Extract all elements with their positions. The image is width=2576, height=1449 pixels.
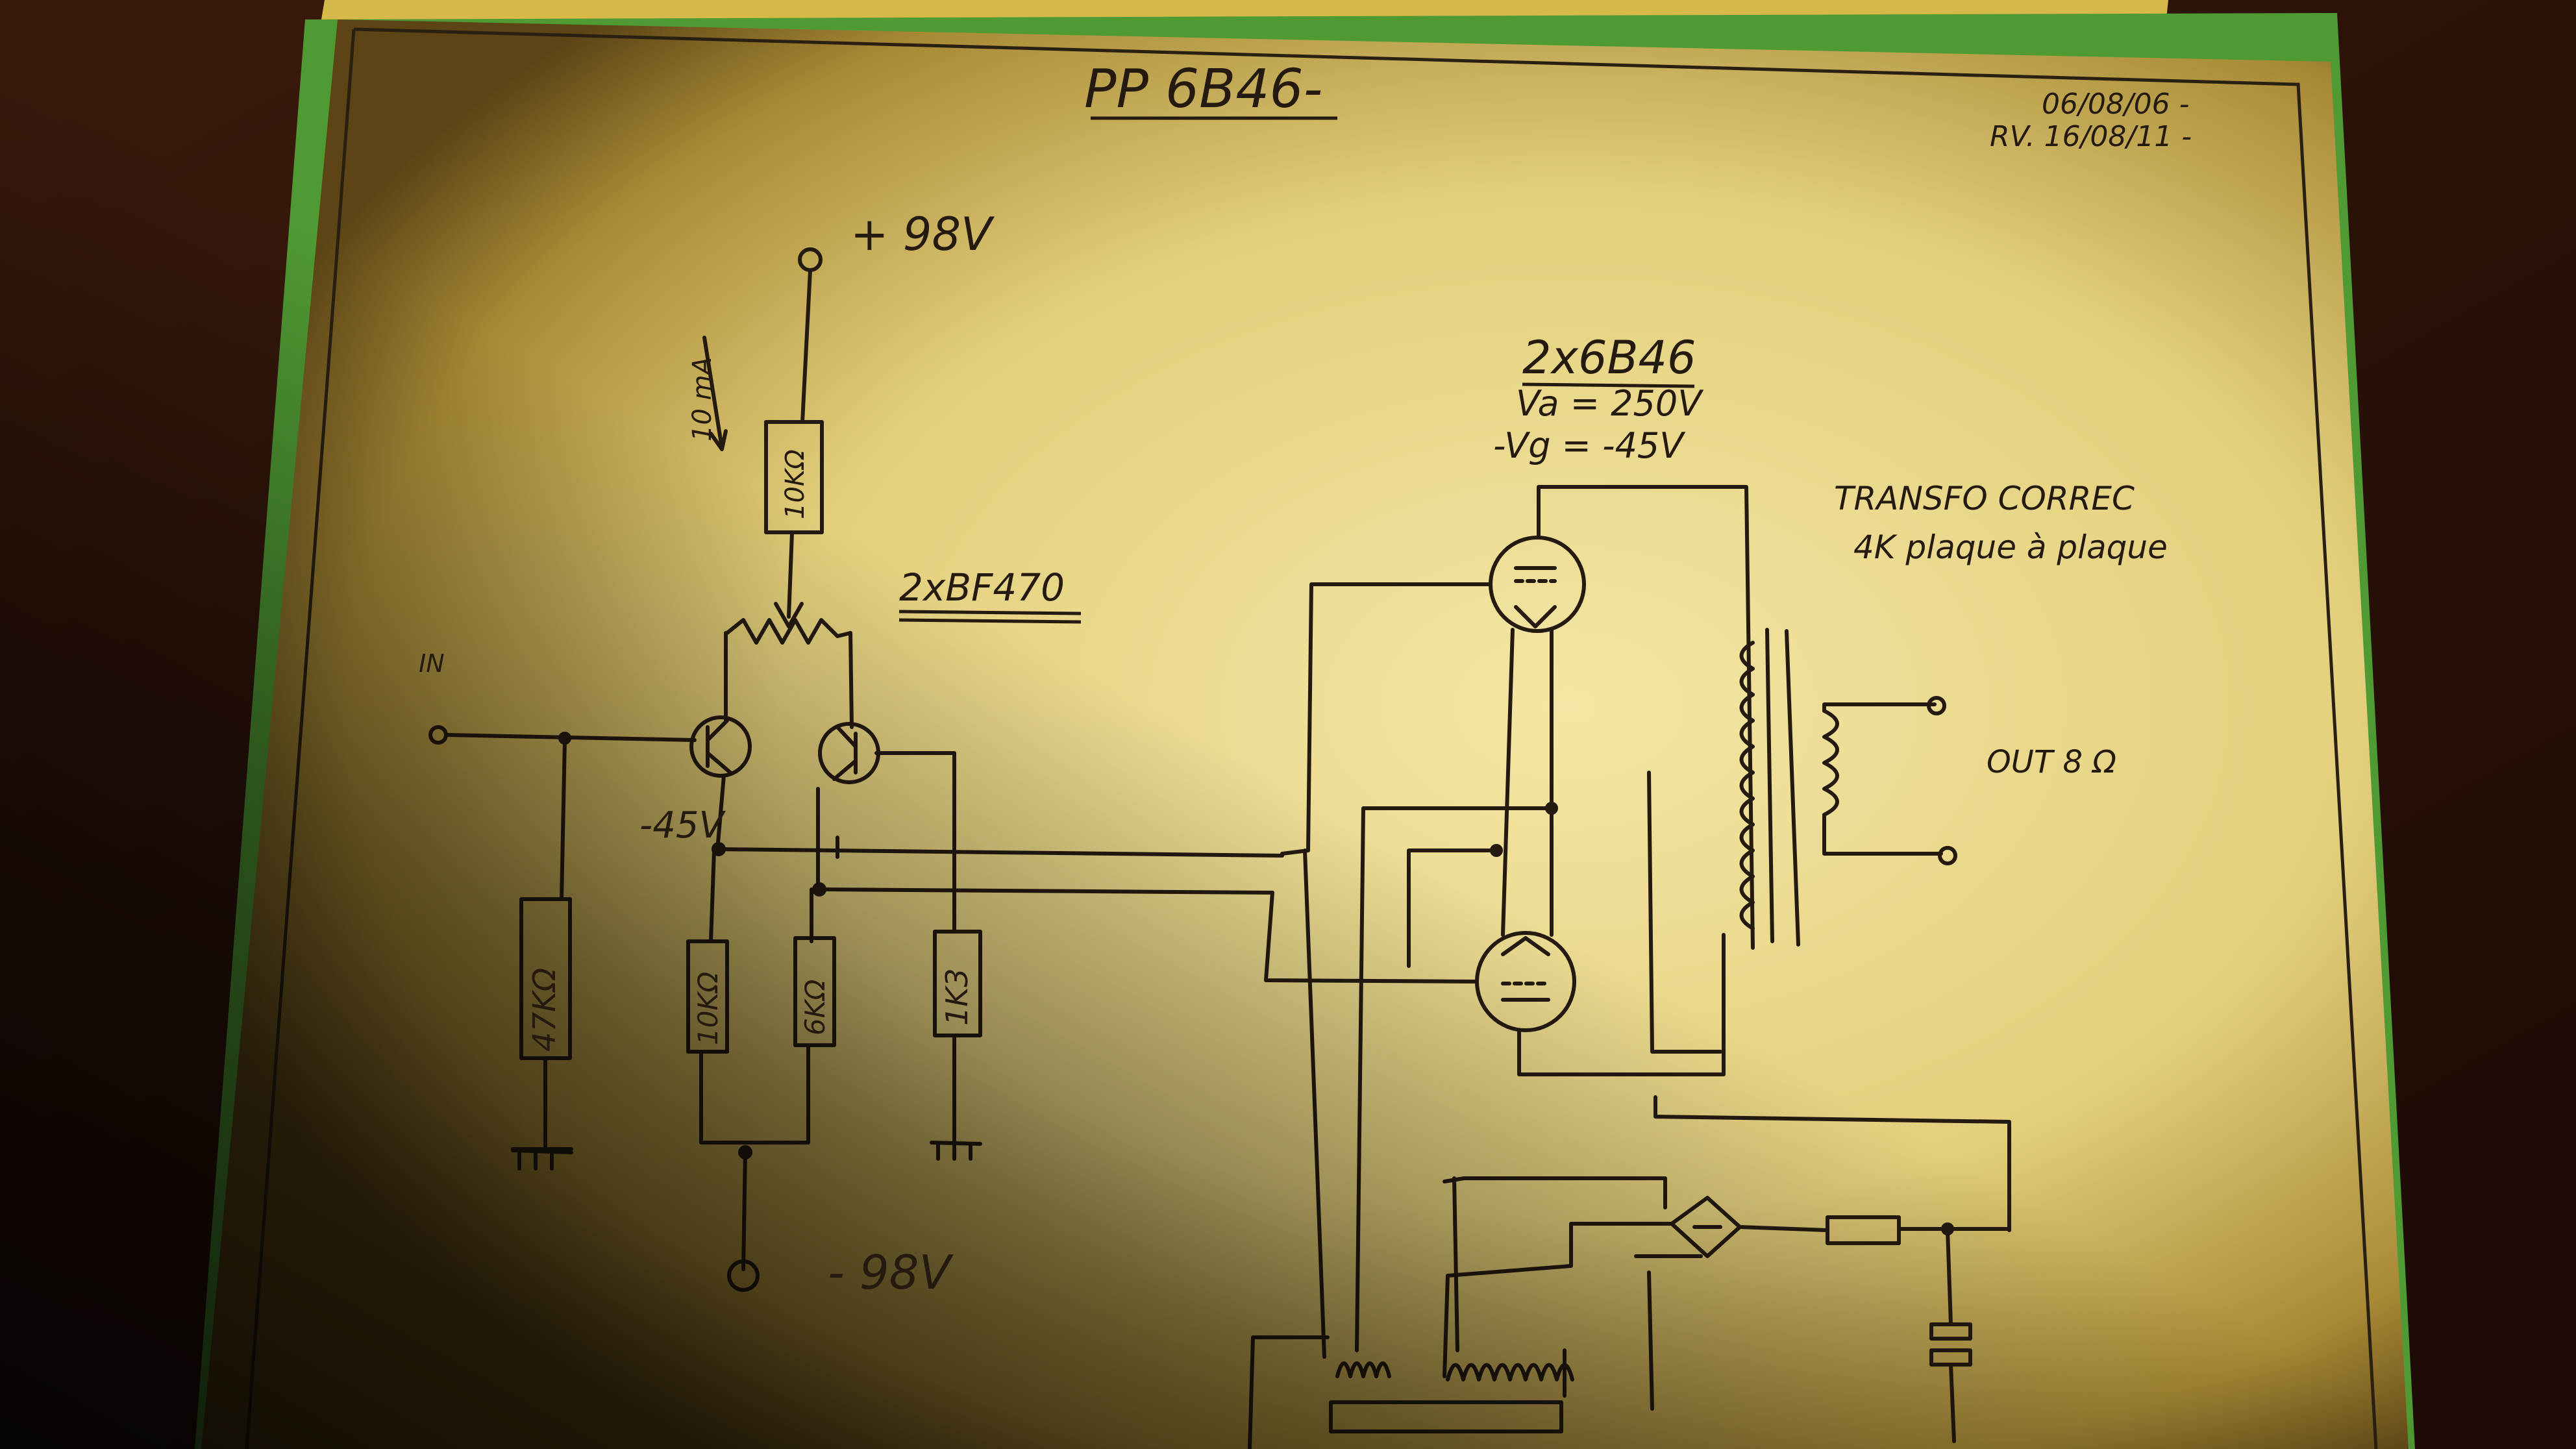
resistor-10k-lower-label: 10KΩ (692, 972, 724, 1045)
supply-plus-text: + 98V (850, 208, 995, 261)
transformer-label-1: TRANSFO CORREC (1834, 480, 2135, 517)
date-text-2: RV. 16/08/11 - (1990, 120, 2192, 153)
annotations: PP 6B46- 06/08/06 - RV. 16/08/11 - + 98V… (419, 58, 2192, 1300)
supply-minus-text: - 98V (828, 1245, 954, 1300)
tube-label: 2x6B46 (1522, 331, 1696, 384)
title-text: PP 6B46- (1084, 58, 1322, 120)
resistor-6k-label: 6KΩ (799, 980, 831, 1035)
input-label: IN (419, 649, 445, 678)
transistor-underline (898, 610, 1082, 615)
vg-label: -Vg = -45V (1493, 425, 1686, 466)
transistor-label: 2xBF470 (899, 565, 1065, 610)
date-text-1: 06/08/06 - (2042, 88, 2189, 121)
current-label: 10 mA (687, 357, 717, 441)
va-label: Va = 250V (1516, 383, 1704, 424)
bias-label: -45V (639, 804, 726, 847)
resistor-10k-label: 10KΩ (780, 449, 810, 519)
transformer-label-2: 4K plaque à plaque (1853, 528, 2168, 566)
resistor-1k3-label: 1K3 (939, 968, 974, 1026)
resistor-47k-label: 47KΩ (526, 967, 563, 1052)
output-label: OUT 8 Ω (1987, 744, 2116, 780)
tube-underline (1522, 382, 1695, 388)
